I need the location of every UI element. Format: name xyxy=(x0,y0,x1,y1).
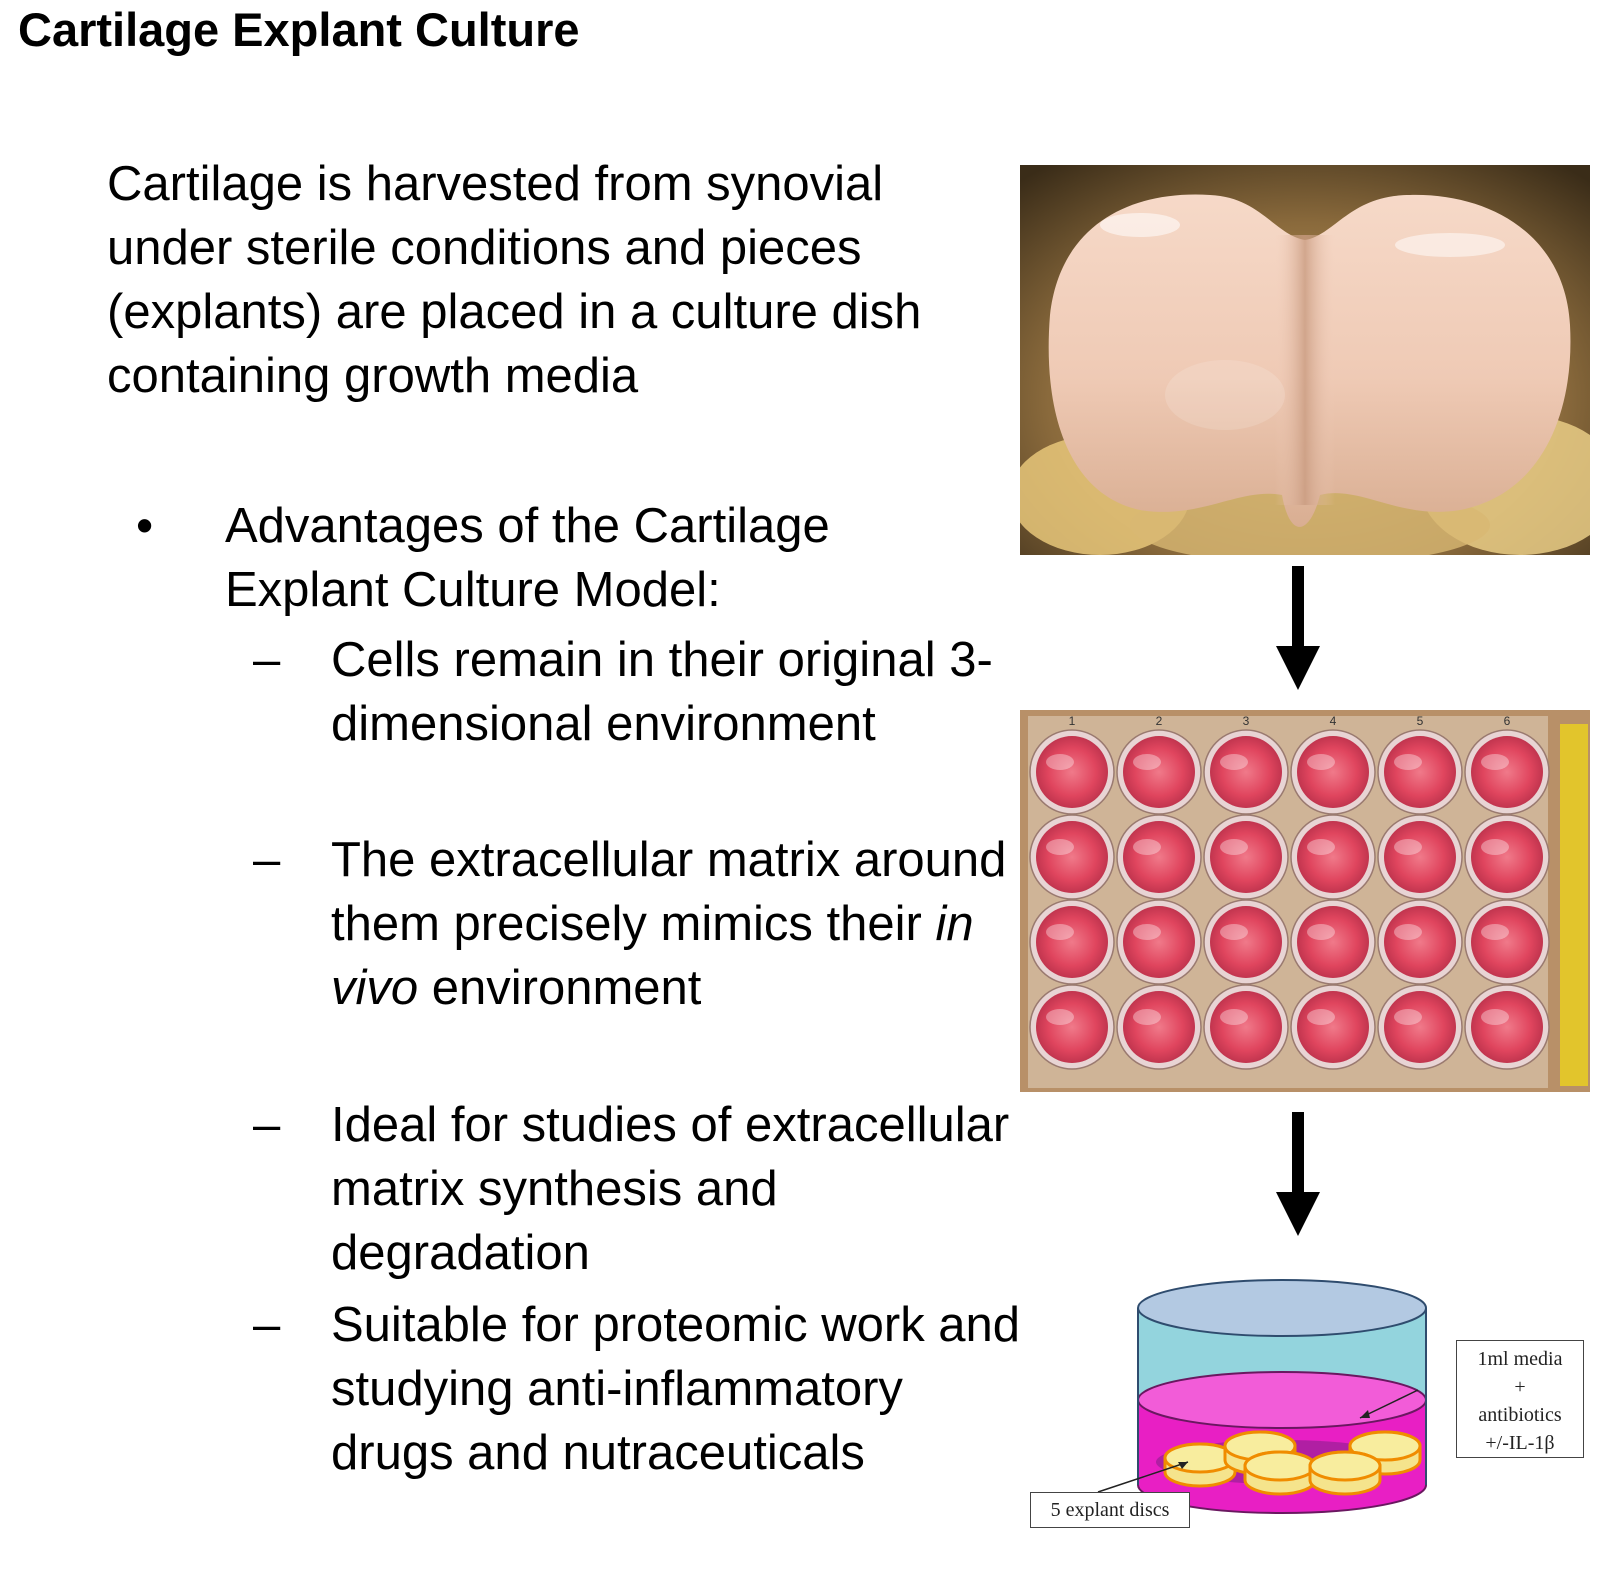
media-label-line: +/-IL-1β xyxy=(1485,1432,1555,1454)
sub-item-dash: – xyxy=(253,1098,281,1152)
culture-plate-illustration: 1 2 3 4 5 6 xyxy=(1020,710,1590,1092)
dish-svg xyxy=(1097,1279,1427,1514)
down-arrow-2 xyxy=(1276,1112,1320,1236)
sub-item-text: Suitable for proteomic work and studying… xyxy=(331,1298,1021,1480)
plate-well xyxy=(1464,899,1550,985)
disc-label: 5 explant discs xyxy=(1030,1492,1190,1528)
sub-item-text: Cells remain in their original 3-dimensi… xyxy=(331,633,993,751)
down-arrow-1 xyxy=(1276,566,1320,690)
dish-diagram: 1ml media + antibiotics +/-IL-1β 5 expla… xyxy=(1000,1250,1600,1580)
plate-well xyxy=(1203,899,1289,985)
plate-well xyxy=(1116,899,1202,985)
plate-well xyxy=(1377,899,1463,985)
plate-well xyxy=(1464,984,1550,1070)
page-title: Cartilage Explant Culture xyxy=(18,3,580,56)
plate-well xyxy=(1203,984,1289,1070)
sub-item-text: Ideal for studies of extracellular matri… xyxy=(331,1098,1010,1280)
intro-paragraph: Cartilage is harvested from synovial und… xyxy=(107,157,922,403)
cartilage-illustration xyxy=(1020,165,1590,555)
plate-well xyxy=(1377,984,1463,1070)
advantages-heading: Advantages of the Cartilage Explant Cult… xyxy=(225,499,830,617)
plate-column-number: 5 xyxy=(1417,714,1424,728)
plate-well xyxy=(1464,814,1550,900)
media-label-line: + xyxy=(1514,1376,1526,1398)
explant-disc xyxy=(1243,1450,1317,1496)
sub-item-text-before: The extracellular matrix around them pre… xyxy=(331,833,1007,951)
culture-plate-photo: 1 2 3 4 5 6 xyxy=(1020,710,1590,1092)
plate-well xyxy=(1116,729,1202,815)
plate-column-number: 3 xyxy=(1243,714,1250,728)
plate-well xyxy=(1290,984,1376,1070)
disc-pointer-line xyxy=(1097,1461,1189,1493)
media-label-line: antibiotics xyxy=(1478,1404,1562,1426)
media-label: 1ml media + antibiotics +/-IL-1β xyxy=(1456,1340,1584,1458)
sub-item-text-after: environment xyxy=(418,961,702,1015)
media-pointer-line xyxy=(1359,1389,1419,1419)
plate-well xyxy=(1290,814,1376,900)
plate-column-number: 6 xyxy=(1504,714,1511,728)
plate-well xyxy=(1290,729,1376,815)
plate-column-number: 2 xyxy=(1156,714,1163,728)
plate-well xyxy=(1029,984,1115,1070)
plate-well xyxy=(1377,729,1463,815)
plate-well xyxy=(1116,814,1202,900)
in-vivo-italic: in vivo xyxy=(331,897,974,1015)
plate-well xyxy=(1029,729,1115,815)
media-label-line: 1ml media xyxy=(1477,1348,1563,1370)
plate-well xyxy=(1029,814,1115,900)
plate-well xyxy=(1203,814,1289,900)
plate-well xyxy=(1116,984,1202,1070)
plate-well xyxy=(1290,899,1376,985)
sub-item-dash: – xyxy=(253,833,281,887)
plate-well xyxy=(1377,814,1463,900)
sub-item-dash: – xyxy=(253,1298,281,1352)
plate-column-number: 1 xyxy=(1069,714,1076,728)
explant-disc xyxy=(1348,1430,1422,1476)
plate-well xyxy=(1464,729,1550,815)
sub-item-text: The extracellular matrix around them pre… xyxy=(331,828,1031,1020)
plate-column-number: 4 xyxy=(1330,714,1337,728)
cartilage-photo xyxy=(1020,165,1590,555)
plate-well xyxy=(1203,729,1289,815)
plate-well xyxy=(1029,899,1115,985)
explant-disc xyxy=(1308,1450,1382,1496)
bullet-marker: • xyxy=(136,499,154,553)
sub-item-dash: – xyxy=(253,633,281,687)
